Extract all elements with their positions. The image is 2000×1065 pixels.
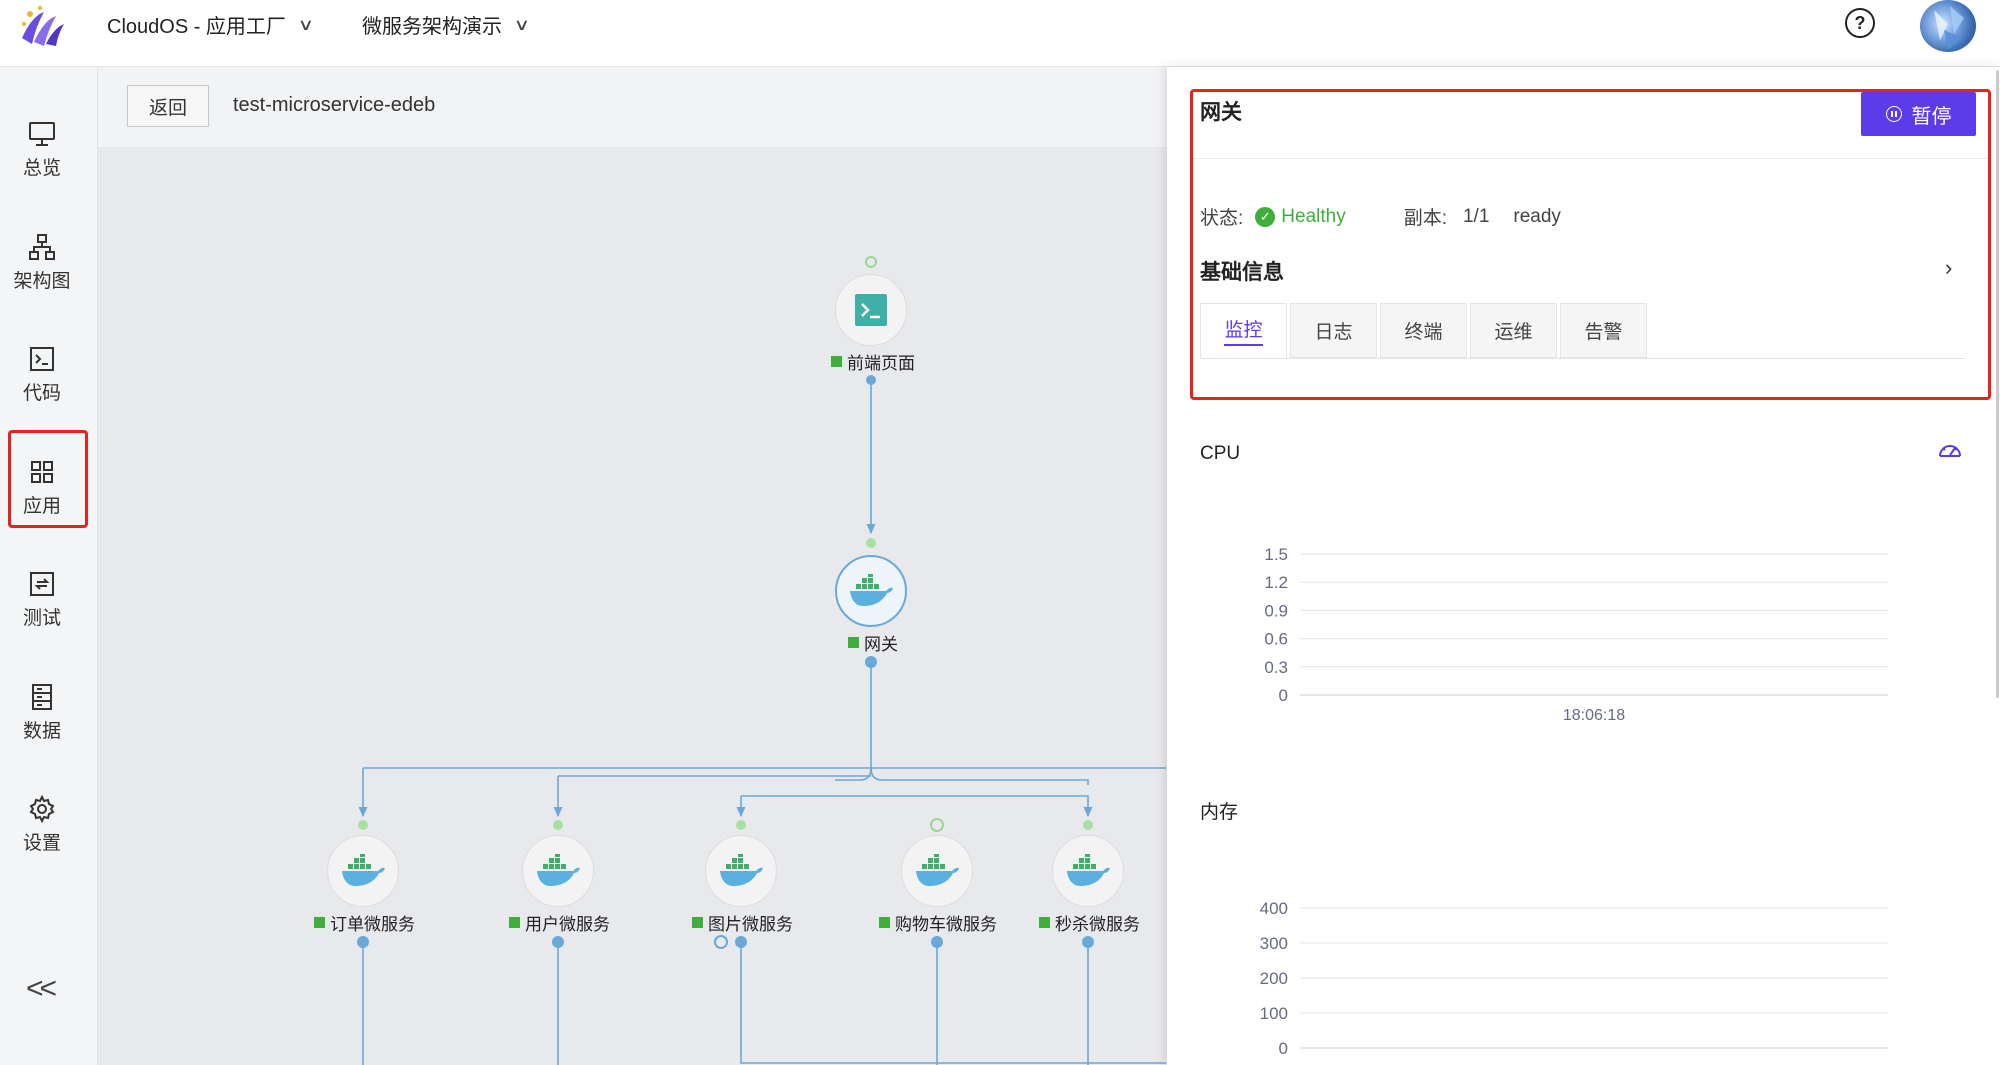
node-label[interactable]: 秒杀微服务: [1039, 910, 1140, 935]
status-value: Healthy: [1281, 205, 1346, 227]
sidebar-item-label: 总览: [22, 157, 61, 179]
sidebar-item-apps[interactable]: 应用: [0, 438, 84, 536]
detail-panel: [1167, 67, 2000, 1065]
node-frontend[interactable]: [835, 274, 907, 346]
project-label: CloudOS - 应用工厂: [107, 16, 286, 38]
sidebar-item-settings[interactable]: 设置: [0, 775, 84, 873]
app-logo[interactable]: [18, 4, 68, 48]
terminal-icon: [855, 294, 887, 326]
divider: [1193, 158, 1988, 159]
panel-title: 网关: [1200, 101, 1242, 124]
project-selector[interactable]: CloudOS - 应用工厂 ∨: [107, 10, 314, 39]
app-title: test-microservice-edeb: [233, 94, 436, 116]
highlight-box: [1190, 89, 1991, 400]
tab-divider: [1200, 358, 1965, 359]
tab-terminal[interactable]: 终端: [1380, 303, 1467, 358]
replica-label: 副本:: [1403, 208, 1447, 229]
collapse-sidebar-icon[interactable]: <<: [26, 972, 57, 1005]
basic-info-title[interactable]: 基础信息: [1200, 261, 1284, 284]
sitemap-icon: [29, 233, 55, 260]
check-circle-icon: ✓: [1255, 206, 1276, 227]
memory-chart-title: 内存: [1200, 802, 1239, 823]
cpu-chart-title: CPU: [1200, 443, 1241, 464]
node-label[interactable]: 图片微服务: [692, 910, 793, 935]
sidebar-item-code[interactable]: 代码: [0, 325, 84, 423]
tab-alerts[interactable]: 告警: [1560, 303, 1647, 358]
node-image-service[interactable]: [705, 835, 777, 907]
chevron-right-icon[interactable]: ›: [1945, 255, 1953, 280]
workspace-selector[interactable]: 微服务架构演示 ∨: [362, 10, 531, 39]
gear-icon: [29, 794, 55, 823]
status-row: 状态: ✓ Healthy 副本: 1/1 ready: [1200, 203, 1561, 230]
sidebar-item-test[interactable]: 测试: [0, 550, 84, 648]
active-nav-highlight: [8, 430, 88, 528]
status-label: 状态:: [1200, 208, 1244, 229]
node-seckill-service[interactable]: [1052, 835, 1124, 907]
tab-monitor[interactable]: 监控: [1200, 303, 1287, 358]
node-gateway[interactable]: [835, 555, 907, 627]
node-label[interactable]: 订单微服务: [314, 910, 415, 935]
sidebar-item-label: 应用: [22, 495, 61, 517]
refresh-icon: [30, 571, 54, 596]
node-label[interactable]: 购物车微服务: [879, 910, 997, 935]
sidebar-item-overview[interactable]: 总览: [0, 100, 84, 198]
sidebar-item-label: 代码: [22, 382, 61, 404]
docker-icon: [1067, 854, 1110, 886]
top-bar: CloudOS - 应用工厂 ∨ 微服务架构演示 ∨ ?: [0, 0, 2000, 67]
sidebar-item-architecture[interactable]: 架构图: [0, 213, 84, 311]
sidebar-item-label: 数据: [22, 720, 61, 742]
breadcrumb: 返回 test-microservice-edeb: [98, 67, 1168, 147]
docker-icon: [720, 854, 763, 886]
sidebar-item-label: 设置: [22, 832, 61, 854]
docker-icon: [342, 854, 385, 886]
node-cart-service[interactable]: [901, 835, 973, 907]
replica-value: 1/1: [1462, 205, 1490, 227]
tab-logs[interactable]: 日志: [1290, 303, 1377, 358]
node-user-service[interactable]: [522, 835, 594, 907]
back-button[interactable]: 返回: [127, 85, 209, 127]
database-icon: [32, 683, 52, 710]
chevron-down-icon: ∨: [297, 16, 314, 34]
sidebar-item-label: 架构图: [13, 270, 71, 292]
workspace-label: 微服务架构演示: [362, 16, 502, 38]
node-label[interactable]: 网关: [848, 630, 898, 655]
terminal-icon: [30, 346, 54, 371]
chevron-down-icon: ∨: [513, 16, 531, 34]
tab-ops[interactable]: 运维: [1470, 303, 1557, 358]
docker-icon: [850, 574, 893, 606]
ready-label: ready: [1513, 205, 1561, 227]
pause-button[interactable]: 暂停: [1861, 92, 1976, 136]
panel-scrollbar[interactable]: [1996, 70, 1999, 698]
help-icon[interactable]: ?: [1845, 8, 1875, 38]
docker-icon: [916, 854, 959, 886]
docker-icon: [537, 854, 580, 886]
sidebar: 总览 架构图 代码 应用 测试 数据 设置 <<: [0, 67, 98, 1065]
monitor-icon: [29, 121, 55, 146]
pause-icon: [1885, 106, 1902, 122]
architecture-canvas[interactable]: 返回 test-microservice-edeb: [98, 67, 1168, 1065]
sidebar-item-data[interactable]: 数据: [0, 663, 84, 761]
node-label[interactable]: 用户微服务: [509, 910, 610, 935]
node-label[interactable]: 前端页面: [831, 349, 915, 374]
panel-tabs: 监控 日志 终端 运维 告警: [1200, 303, 1647, 358]
user-avatar[interactable]: [1920, 0, 1976, 52]
sidebar-item-label: 测试: [22, 607, 61, 629]
gauge-icon[interactable]: [1936, 436, 1964, 464]
node-order-service[interactable]: [327, 835, 399, 907]
grid-icon: [31, 460, 53, 483]
